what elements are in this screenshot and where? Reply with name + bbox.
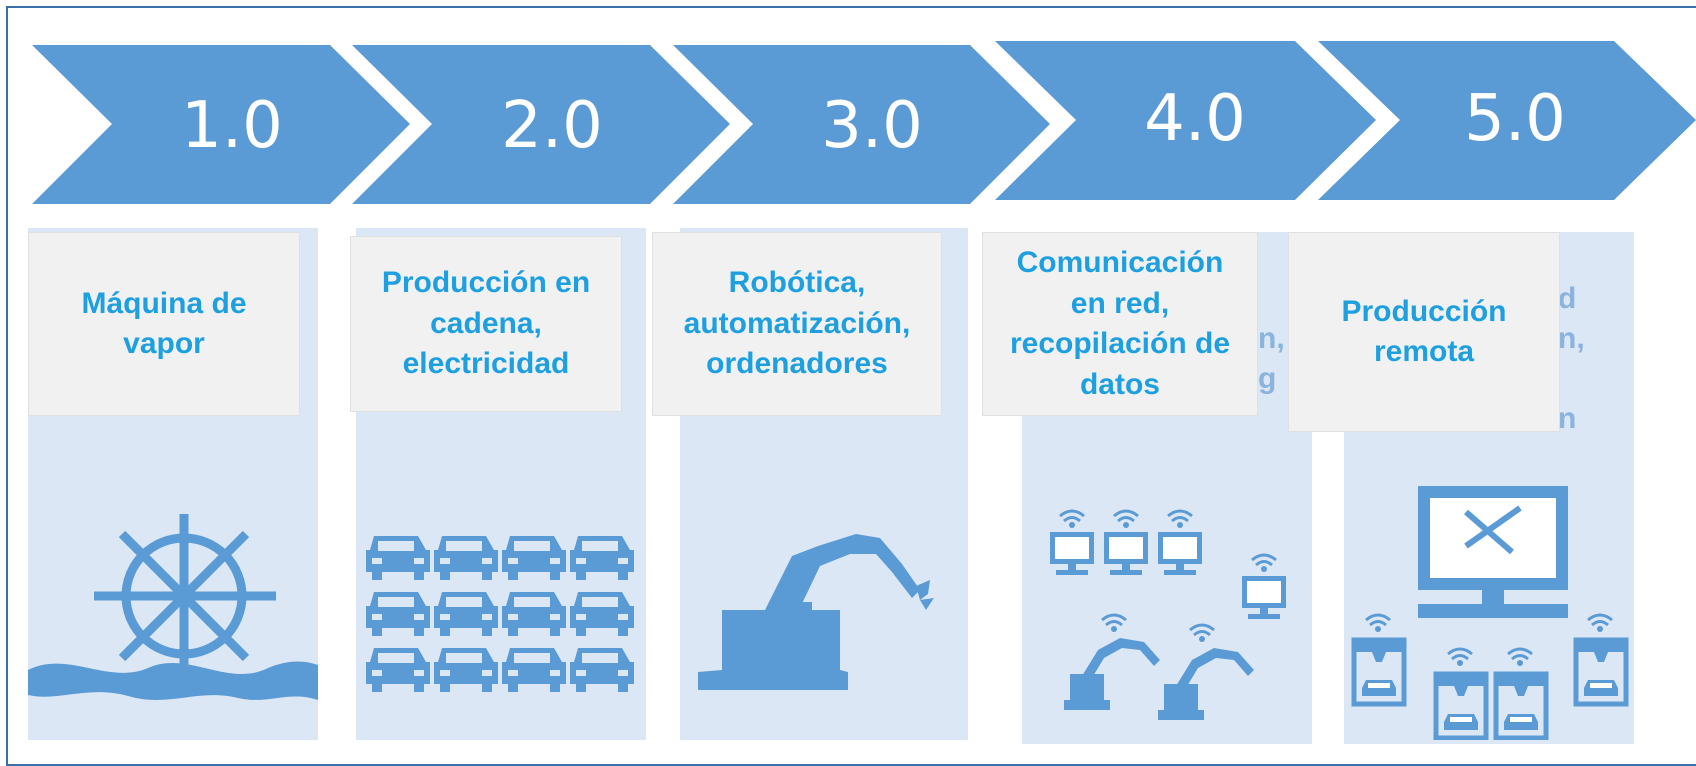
version-label-4: 4.0 — [1144, 82, 1246, 156]
version-label-5: 5.0 — [1464, 82, 1566, 156]
version-label-1: 1.0 — [181, 89, 283, 163]
robot-arm-icon — [698, 534, 934, 690]
networked-factory-icon — [1050, 509, 1286, 720]
version-label-3: 3.0 — [821, 89, 923, 163]
chevron-4 — [995, 41, 1376, 200]
stage-label-box-4: Comunicación en red, recopilación de dat… — [982, 232, 1258, 416]
occluded-text-fragment: d — [1558, 282, 1577, 315]
occluded-text-fragment: n — [1558, 402, 1577, 435]
occluded-text-fragment: g — [1258, 362, 1277, 395]
stage-label-2: Producción en cadena, electricidad — [381, 266, 591, 381]
remote-production-icon — [1344, 486, 1634, 740]
stage-label-4: Comunicación en red, recopilación de dat… — [1009, 246, 1231, 401]
cars-grid-icon — [366, 536, 634, 692]
chevron-3 — [673, 45, 1050, 204]
stage-label-box-5: Producción remota — [1288, 232, 1560, 432]
chevron-timeline: 1.0 2.0 3.0 4.0 5.0 — [32, 41, 1696, 204]
steam-wheel-icon — [28, 514, 318, 700]
chevron-1 — [32, 45, 410, 204]
stage-label-box-3: Robótica, automatización, ordenadores — [652, 232, 942, 416]
version-label-2: 2.0 — [501, 89, 603, 163]
stage-label-3: Robótica, automatización, ordenadores — [683, 266, 911, 381]
occluded-text-fragment: n, — [1258, 322, 1285, 355]
stage-label-1: Máquina de vapor — [81, 286, 247, 361]
stage-label-box-2: Producción en cadena, electricidad — [350, 236, 622, 412]
stage-label-5: Producción remota — [1341, 294, 1507, 369]
chevron-2 — [352, 45, 730, 204]
stage-label-box-1: Máquina de vapor — [28, 232, 300, 416]
chevron-5 — [1318, 41, 1696, 200]
occluded-text-fragment: n, — [1558, 322, 1585, 355]
